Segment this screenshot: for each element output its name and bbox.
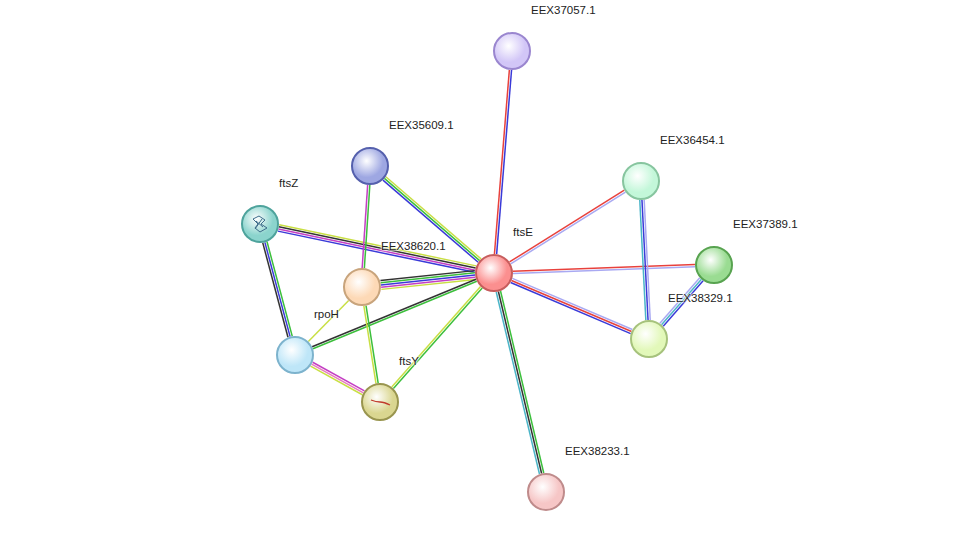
interaction-edge (311, 362, 365, 394)
node-label: ftsZ (279, 177, 298, 189)
interaction-edge (496, 291, 544, 474)
evidence-line (313, 362, 365, 391)
evidence-line (513, 267, 695, 274)
node-label: EEX36454.1 (660, 134, 725, 146)
interaction-edge (513, 265, 695, 274)
evidence-line (381, 275, 475, 285)
protein-node: EEX38329.1 (630, 320, 668, 358)
structure-icon (243, 207, 277, 241)
evidence-line (313, 281, 477, 349)
evidence-line (511, 282, 631, 333)
interaction-edge (380, 271, 475, 290)
evidence-line (279, 227, 476, 268)
evidence-line (278, 229, 475, 270)
node-label: ftsE (513, 226, 533, 238)
protein-node: rpoH (276, 336, 314, 374)
evidence-line (380, 271, 474, 281)
evidence-line (308, 301, 348, 342)
interaction-edge (278, 225, 476, 273)
protein-node: EEX38620.1 (343, 268, 381, 306)
protein-node: EEX36454.1 (622, 162, 660, 200)
evidence-line (311, 366, 363, 395)
protein-node: ftsZ (241, 205, 279, 243)
interaction-edge (364, 306, 378, 384)
node-label: ftsY (399, 355, 419, 367)
protein-node: ftsY (361, 383, 399, 421)
protein-node: EEX35609.1 (351, 147, 389, 185)
evidence-line (393, 288, 482, 389)
interaction-edge (392, 287, 482, 389)
evidence-line (263, 243, 288, 337)
interaction-edge (511, 278, 633, 333)
node-label: EEX38620.1 (381, 240, 446, 252)
evidence-line (497, 70, 512, 254)
node-label: rpoH (314, 308, 339, 320)
evidence-line (279, 225, 476, 266)
structure-icon (363, 385, 397, 419)
evidence-line (640, 200, 646, 320)
evidence-line (510, 190, 625, 262)
evidence-line (511, 192, 626, 264)
evidence-line (498, 291, 541, 473)
evidence-line (392, 287, 481, 388)
protein-node: ftsE (475, 254, 513, 292)
interaction-edge (510, 190, 626, 264)
interaction-edge (263, 242, 292, 337)
protein-node: EEX37389.1 (695, 246, 733, 284)
evidence-line (364, 306, 376, 383)
node-label: EEX35609.1 (389, 119, 454, 131)
evidence-line (381, 273, 475, 283)
evidence-line (512, 278, 632, 329)
evidence-line (494, 70, 509, 254)
interaction-edge (640, 200, 650, 320)
evidence-line (362, 185, 367, 268)
interaction-edge (312, 279, 477, 349)
interaction-edge (494, 70, 511, 254)
node-label: EEX37389.1 (733, 218, 798, 230)
evidence-line (496, 292, 539, 474)
protein-node: EEX37057.1 (493, 32, 531, 70)
evidence-line (267, 242, 292, 336)
interaction-edge (362, 185, 370, 268)
protein-node: EEX38233.1 (527, 473, 565, 511)
evidence-line (278, 231, 475, 272)
evidence-line (312, 279, 476, 347)
interaction-edge (308, 301, 348, 342)
evidence-line (511, 280, 631, 331)
evidence-line (501, 291, 544, 473)
evidence-line (366, 306, 378, 383)
node-label: EEX38233.1 (565, 445, 630, 457)
evidence-line (265, 242, 290, 336)
evidence-line (312, 364, 364, 393)
node-label: EEX37057.1 (531, 4, 596, 16)
node-label: EEX38329.1 (668, 292, 733, 304)
